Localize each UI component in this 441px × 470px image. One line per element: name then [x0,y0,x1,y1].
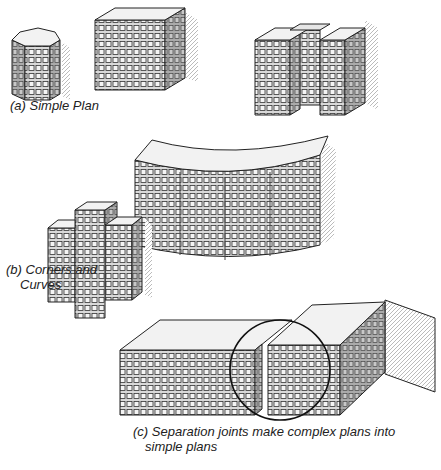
figure-caption: (a) Simple Plan [10,98,130,113]
figure-caption: (c) Separation joints make complex plans… [133,424,417,454]
figure-caption: (b) Corners and Curves [6,262,102,292]
